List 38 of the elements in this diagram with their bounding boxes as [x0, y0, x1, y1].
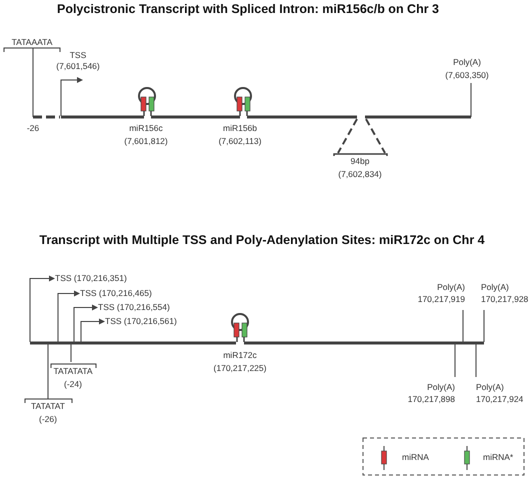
- legend-label: miRNA: [402, 452, 429, 463]
- legend-label: miRNA*: [483, 452, 514, 463]
- position-label: 170,217,924: [476, 394, 524, 405]
- polya-label: Poly(A): [476, 382, 504, 393]
- position-label: (7,601,812): [124, 136, 168, 147]
- position-label: (7,602,113): [218, 136, 262, 147]
- polya-label: Poly(A): [427, 382, 455, 393]
- position-label: 170,217,919: [418, 294, 465, 305]
- polya-label: Poly(A): [437, 282, 465, 293]
- position-label: 170,217,928: [481, 294, 528, 305]
- position-label: 170,217,898: [408, 394, 455, 405]
- position-label: (7,602,834): [338, 169, 382, 180]
- polya-label: Poly(A): [481, 282, 509, 293]
- tss-label: TSS (7,601,546): [56, 50, 100, 72]
- position-label: -26: [26, 123, 40, 134]
- tss-label: TSS (170,216,554): [98, 302, 170, 313]
- position-label: (170,217,225): [214, 363, 266, 374]
- mirna-label: miR172c: [223, 350, 257, 361]
- polya-label: Poly(A): [453, 57, 481, 68]
- position-label: (-24): [64, 379, 82, 390]
- tss-label: TSS (170,216,561): [105, 316, 177, 327]
- arrow: [58, 290, 80, 342]
- tss-label: TSS (170,216,351): [55, 273, 127, 284]
- intron-size-label: 94bp: [350, 156, 370, 167]
- mirna-label: miR156c: [129, 123, 163, 134]
- arrow: [80, 318, 105, 342]
- arrow: [60, 77, 83, 116]
- promoter-sequence: TATAAATA: [12, 37, 52, 48]
- position-label: (-26): [39, 414, 57, 425]
- panel-title: Transcript with Multiple TSS and Poly-Adenylation Sites: miR172c on Chr 4: [39, 233, 485, 248]
- tss-label: TSS (170,216,465): [80, 288, 152, 299]
- position-label: (7,603,350): [445, 70, 489, 81]
- promoter-sequence: TATATATA: [53, 366, 93, 377]
- panel-title: Polycistronic Transcript with Spliced Intron: miR156c/b on Chr 3: [56, 2, 440, 17]
- arrow: [74, 304, 98, 342]
- arrow: [30, 276, 55, 342]
- promoter-sequence: TATATAT: [31, 401, 65, 412]
- mirna-label: miR156b: [222, 123, 258, 134]
